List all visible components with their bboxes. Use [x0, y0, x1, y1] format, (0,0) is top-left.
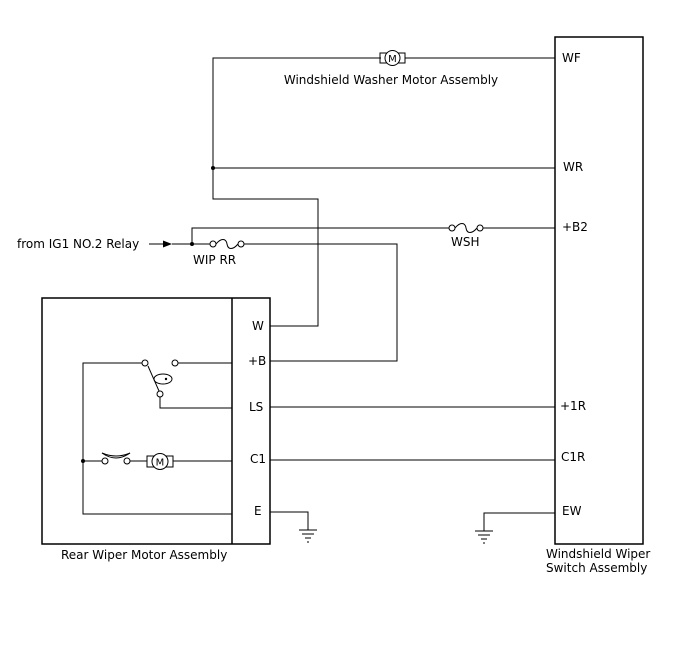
rear-motor-internal-wiring	[81, 362, 232, 515]
source-arrow	[149, 240, 172, 248]
switch-assembly-label-1: Windshield Wiper	[546, 547, 650, 561]
wire-wr	[211, 166, 555, 327]
fuse-wip-rr	[209, 239, 245, 249]
terminal-ew: EW	[562, 504, 582, 518]
rear-motor-box	[41, 297, 271, 545]
terminal-c1r: C1R	[561, 450, 585, 464]
wiper-switch-box	[554, 36, 644, 545]
terminal-b: +B	[248, 354, 266, 368]
source-label: from IG1 NO.2 Relay	[17, 237, 139, 251]
wire-power-feed	[172, 227, 555, 362]
terminal-1r: +1R	[560, 399, 586, 413]
rear-wiper-motor-symbol: M	[146, 453, 174, 470]
fuse-wsh	[448, 223, 484, 233]
ground-e	[270, 511, 317, 543]
switch-assembly-label-2: Switch Assembly	[546, 561, 647, 575]
washer-motor-label: Windshield Washer Motor Assembly	[284, 73, 498, 87]
rear-motor-label: Rear Wiper Motor Assembly	[61, 548, 227, 562]
circuit-breaker	[101, 452, 131, 465]
wire-wf	[212, 57, 555, 168]
fuse-wip-rr-label: WIP RR	[193, 253, 236, 267]
terminal-e: E	[254, 504, 262, 518]
rear-motor-m: M	[156, 458, 165, 469]
terminal-wr: WR	[563, 160, 583, 174]
terminal-ls: LS	[249, 400, 263, 414]
washer-motor-m: M	[388, 54, 397, 65]
washer-motor-symbol: M	[379, 50, 406, 66]
terminal-w: W	[252, 319, 264, 333]
terminal-c1: C1	[250, 452, 266, 466]
terminal-wf: WF	[562, 51, 581, 65]
terminal-b2: +B2	[562, 220, 588, 234]
fuse-wsh-label: WSH	[451, 235, 480, 249]
cam-switch	[141, 359, 179, 398]
ground-ew	[475, 512, 555, 544]
